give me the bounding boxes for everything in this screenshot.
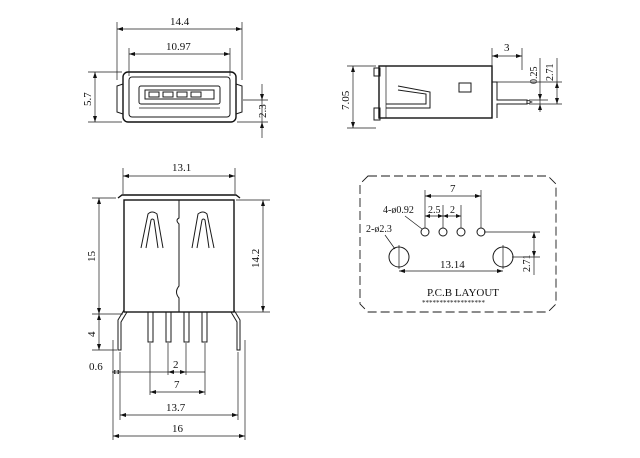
front-bottom-height-label: 15 — [86, 251, 98, 263]
front-bottom-top-width-label: 13.1 — [172, 162, 191, 174]
front-bottom-total-width-label: 16 — [172, 423, 184, 435]
front-top-inner-width-label: 10.97 — [166, 41, 191, 53]
pin-hole — [438, 227, 448, 237]
pcb-layout-title: P.C.B LAYOUT — [427, 287, 499, 299]
pcb-pin-holes-label: 4-ø0.92 — [383, 205, 414, 216]
pcb-pin-span-label: 7 — [450, 183, 456, 195]
pin-hole — [420, 227, 430, 237]
pcb-pitch-a-label: 2.5 — [428, 205, 441, 216]
side-pin-offset-label: 2.71 — [545, 64, 556, 82]
front-view-top: 14.4 10.97 5.7 2.3 — [82, 16, 269, 138]
pcb-layout: 7 2.5 2 4-ø0.92 2-ø2.3 13.14 2.71 P.C.B … — [359, 175, 557, 313]
front-top-height-label: 5.7 — [82, 92, 94, 106]
side-pin-thickness-label: 0.25 — [529, 67, 540, 85]
pcb-post-span-label: 13.14 — [440, 259, 465, 271]
pcb-post-offset-label: 2.71 — [522, 255, 533, 273]
front-bottom-shell-height-label: 14.2 — [250, 249, 262, 268]
side-height-label: 7.05 — [340, 90, 352, 110]
front-bottom-leg-span-label: 13.7 — [166, 402, 186, 414]
pcb-post-holes-label: 2-ø2.3 — [366, 224, 392, 235]
side-top-label: 3 — [504, 42, 510, 54]
pin-hole — [476, 227, 486, 237]
pcb-layout-stars: ****************** — [422, 299, 486, 307]
front-bottom-pin-span-label: 7 — [174, 379, 180, 391]
front-top-offset-label: 2.3 — [257, 104, 269, 118]
front-bottom-pin-offset-label: 0.6 — [89, 361, 103, 373]
pin-hole — [456, 227, 466, 237]
front-bottom-pitch-label: 2 — [173, 359, 179, 371]
front-view-bottom: 13.1 15 14.2 4 0.6 2 — [86, 162, 270, 440]
front-top-width-label: 14.4 — [170, 16, 190, 28]
side-view: 3 0.25 2.71 7.05 — [340, 42, 562, 129]
front-bottom-leg-label: 4 — [86, 331, 98, 337]
pcb-pitch-b-label: 2 — [450, 205, 455, 216]
